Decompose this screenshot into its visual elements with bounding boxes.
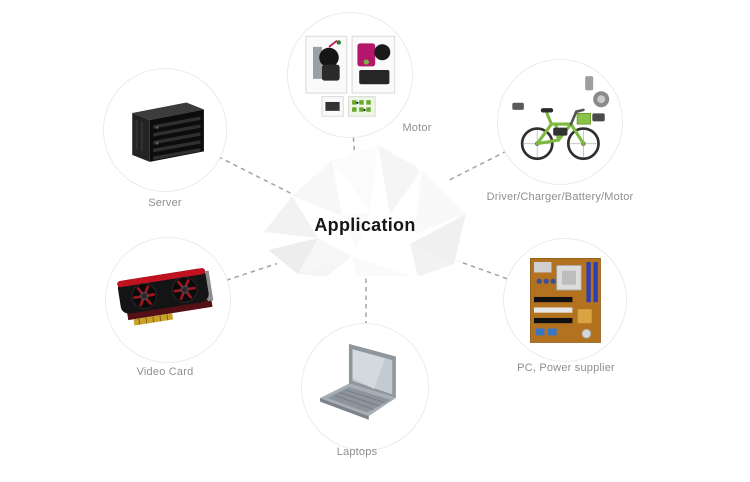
node-label-laptops: Laptops [336, 446, 378, 458]
motherboard-icon [529, 257, 601, 343]
node-label-video-card: Video Card [136, 366, 194, 378]
node-video-card [105, 237, 231, 363]
e-bike-icon [512, 75, 609, 160]
node-driver-charger-battery-motor [497, 59, 623, 185]
node-pc-power-supplier [503, 238, 627, 362]
motor-photos-icon [305, 35, 395, 117]
node-laptops [301, 323, 429, 451]
node-label-driver-charger-battery-motor: Driver/Charger/Battery/Motor [486, 191, 634, 203]
node-server [103, 68, 227, 192]
laptop-icon [319, 343, 396, 420]
node-motor [287, 12, 413, 138]
application-cloud-shape [264, 144, 466, 276]
node-label-server: Server [148, 197, 182, 209]
node-label-motor: Motor [402, 122, 432, 134]
application-label: Application [314, 215, 416, 235]
server-icon [131, 102, 204, 162]
graphics-card-icon [116, 267, 213, 326]
node-label-pc-power-supplier: PC, Power supplier [517, 362, 615, 374]
